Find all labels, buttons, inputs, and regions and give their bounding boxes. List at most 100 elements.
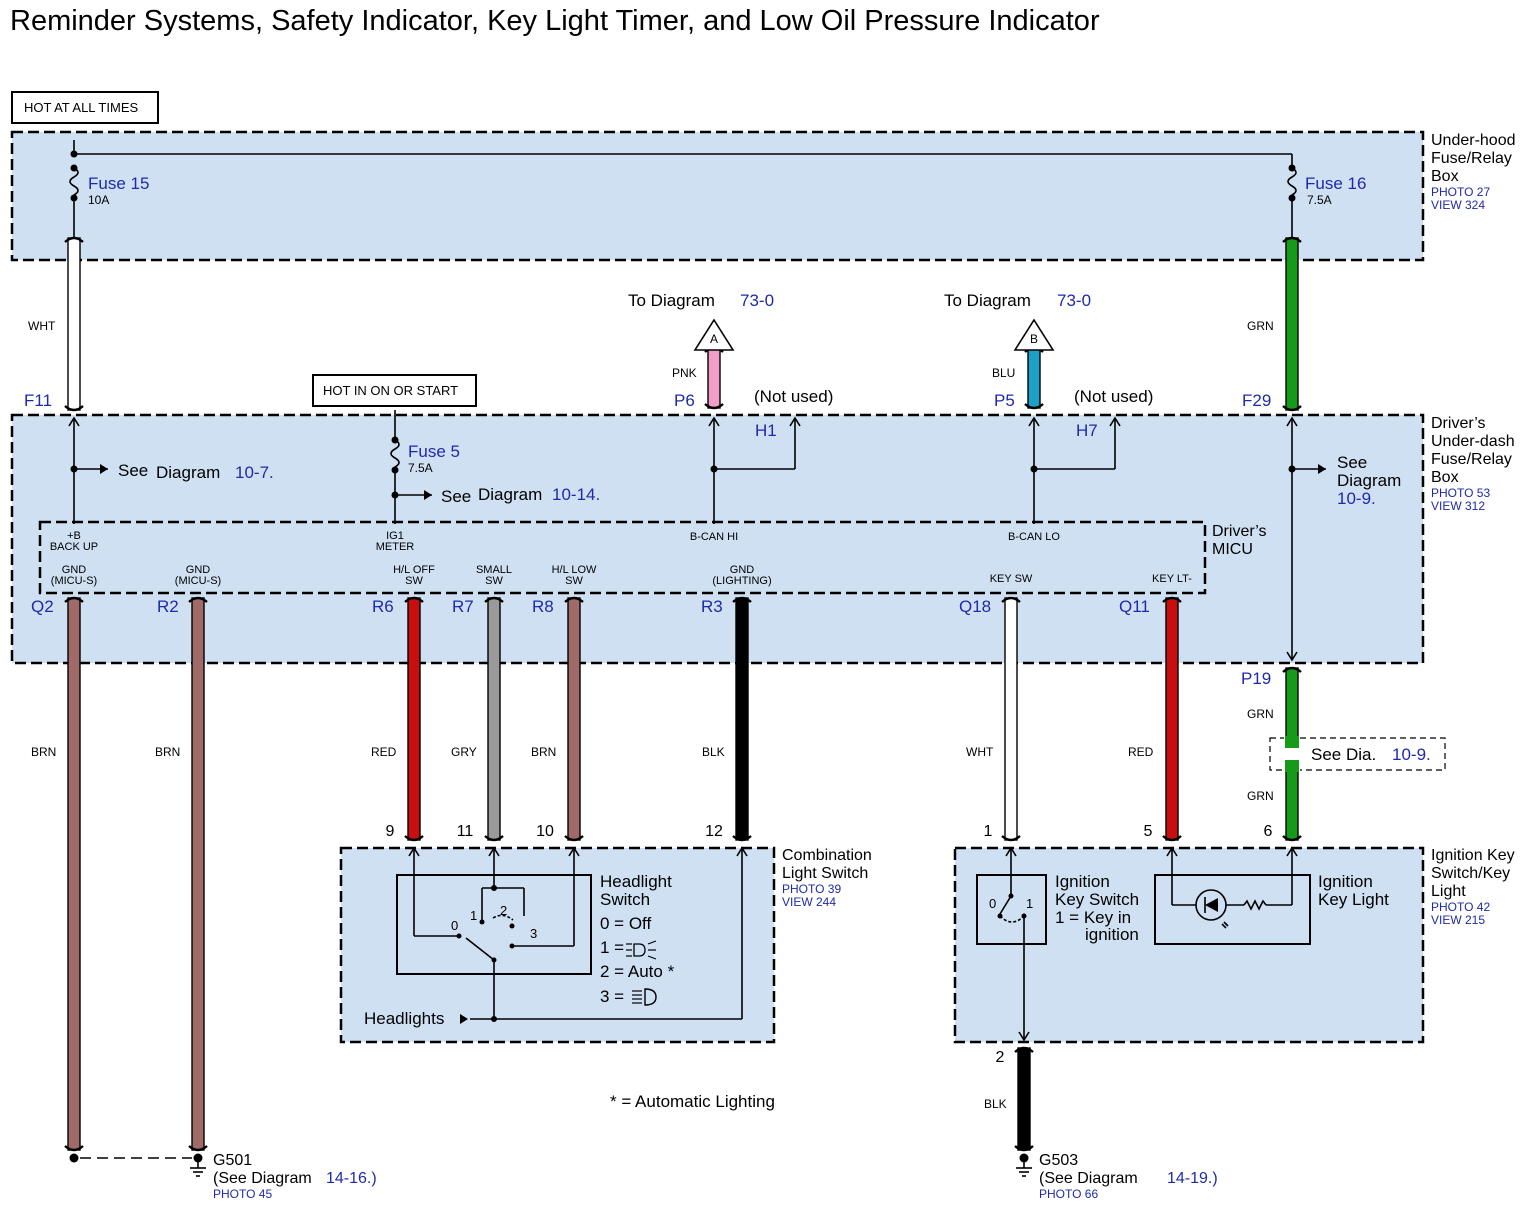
pin-small-line1: SMALL xyxy=(476,564,512,576)
connector-h7: H7 xyxy=(1076,421,1098,440)
wire-label-grn-2: GRN xyxy=(1247,707,1274,721)
ignition-view: VIEW 215 xyxy=(1431,913,1485,927)
combo-pin-12: 12 xyxy=(705,823,723,840)
underdash-photo: PHOTO 53 xyxy=(1431,486,1490,500)
connector-cap xyxy=(64,1145,84,1152)
underhood-box-name-1: Under-hood xyxy=(1431,132,1516,149)
headlight-beam-icon xyxy=(632,988,657,1006)
connector-cap xyxy=(404,596,424,603)
ignition-name-3: Light xyxy=(1431,883,1466,900)
see-10-7-see: See xyxy=(118,461,148,480)
see-10-14-diagram: Diagram xyxy=(478,485,542,504)
to-diagram-a-ref: 73-0 xyxy=(740,291,774,310)
ground-g501-photo: PHOTO 45 xyxy=(213,1187,272,1201)
connector-cap xyxy=(1014,1046,1034,1053)
to-diagram-b-ref: 73-0 xyxy=(1057,291,1091,310)
ign-pin-6: 6 xyxy=(1264,823,1273,840)
combo-pin-9: 9 xyxy=(386,823,395,840)
connector-cap xyxy=(64,405,84,412)
underdash-box-name-1: Driver’s xyxy=(1431,415,1486,432)
pin-gnd2-line2: (MICU-S) xyxy=(175,575,221,587)
connector-cap xyxy=(1282,236,1302,243)
key-switch-text-4: ignition xyxy=(1085,925,1139,944)
to-diagram-b-letter: B xyxy=(1030,332,1038,346)
connector-cap xyxy=(404,835,424,842)
ground-g503-name: G503 xyxy=(1039,1152,1078,1169)
fuse-16-symbol xyxy=(1287,167,1297,196)
headlight-switch-name-1: Headlight xyxy=(600,872,672,891)
wire-label-wht-top: WHT xyxy=(28,319,56,333)
wire-layer xyxy=(64,236,1302,1152)
ground-g503-icon xyxy=(1016,1162,1032,1177)
pin-gnd-lighting-line2: (LIGHTING) xyxy=(712,575,771,587)
wire-label-grn-top: GRN xyxy=(1247,319,1274,333)
pin-ig1-label: METER xyxy=(376,541,415,553)
pin-bcan-lo: B-CAN LO xyxy=(1008,531,1060,543)
connector-r7: R7 xyxy=(452,597,474,616)
wire-f11-wht xyxy=(67,237,81,411)
pin-gnd1-line2: (MICU-S) xyxy=(51,575,97,587)
connector-f29: F29 xyxy=(1242,391,1271,410)
resistor-icon xyxy=(1243,899,1267,911)
underdash-box-name-4: Box xyxy=(1431,469,1459,486)
ign-pin-5: 5 xyxy=(1144,823,1153,840)
see-dia-text: See Dia. xyxy=(1311,745,1376,764)
see-10-14-see: See xyxy=(441,487,471,506)
wire-label-red-2: RED xyxy=(1128,745,1154,759)
connector-r2: R2 xyxy=(157,597,179,616)
light-emission-icon xyxy=(1221,921,1229,929)
key-switch-text-1: Ignition xyxy=(1055,872,1110,891)
micu-name-2: MICU xyxy=(1212,541,1253,558)
connector-cap xyxy=(564,835,584,842)
connector-cap xyxy=(1162,596,1182,603)
pin-key-sw: KEY SW xyxy=(990,573,1033,585)
connector-cap xyxy=(732,596,752,603)
switch-pos-2: 2 xyxy=(500,903,507,918)
see-10-9-see: See xyxy=(1337,453,1367,472)
position-headlight: 3 = xyxy=(600,987,624,1006)
combo-pin-10: 10 xyxy=(536,823,554,840)
to-diagram-a-text: To Diagram xyxy=(628,291,715,310)
ign-pin-2: 2 xyxy=(996,1049,1005,1066)
ignition-name-1: Ignition Key xyxy=(1431,847,1515,864)
pin-ig1-id: IG1 xyxy=(386,530,404,542)
wire-label-wht-2: WHT xyxy=(966,745,994,759)
wire-label-gry: GRY xyxy=(451,745,477,759)
connector-cap xyxy=(1282,666,1302,673)
ignition-photo: PHOTO 42 xyxy=(1431,900,1490,914)
footnote-automatic-lighting: * = Automatic Lighting xyxy=(610,1092,775,1111)
underdash-view: VIEW 312 xyxy=(1431,499,1485,513)
ground-g501-ref: 14-16.) xyxy=(326,1170,377,1187)
connector-cap xyxy=(704,403,724,410)
connector-cap xyxy=(1282,835,1302,842)
to-diagram-b-text: To Diagram xyxy=(944,291,1031,310)
headlight-switch-name-2: Switch xyxy=(600,890,650,909)
hot-at-all-times-label: HOT AT ALL TIMES xyxy=(24,100,138,115)
wire-label-brn-1: BRN xyxy=(31,745,56,759)
to-diagram-a-letter: A xyxy=(710,332,718,346)
ground-g503-ref: 14-19.) xyxy=(1167,1170,1218,1187)
hot-in-on-or-start-label: HOT IN ON OR START xyxy=(323,383,458,398)
position-off: 0 = Off xyxy=(600,914,651,933)
connector-cap xyxy=(564,596,584,603)
switch-pos-0: 0 xyxy=(451,918,458,933)
pin-hl-low-line1: H/L LOW xyxy=(552,564,597,576)
not-used-h7: (Not used) xyxy=(1074,387,1153,406)
wire-p6-pnk xyxy=(707,347,721,409)
see-10-14-arrow-icon xyxy=(424,490,432,500)
ground-g501-see: (See Diagram xyxy=(213,1170,312,1187)
combo-switch-name-2: Light Switch xyxy=(782,865,868,882)
fuse-16-name: Fuse 16 xyxy=(1305,174,1366,193)
connector-cap xyxy=(1282,405,1302,412)
micu-box xyxy=(38,520,1207,595)
connector-r8: R8 xyxy=(532,597,554,616)
to-diagram-b-arrow-icon xyxy=(1013,318,1055,351)
ignition-key-light-symbol xyxy=(1154,874,1311,945)
fuse-15-name: Fuse 15 xyxy=(88,174,149,193)
diagram-title: Reminder Systems, Safety Indicator, Key … xyxy=(10,5,1100,37)
fuse-16-rating: 7.5A xyxy=(1307,193,1332,207)
wire-label-blk-2: BLK xyxy=(984,1097,1007,1111)
pin-hl-off-line1: H/L OFF xyxy=(393,564,435,576)
underhood-box-name-2: Fuse/Relay xyxy=(1431,150,1512,167)
connector-p6: P6 xyxy=(674,391,695,410)
